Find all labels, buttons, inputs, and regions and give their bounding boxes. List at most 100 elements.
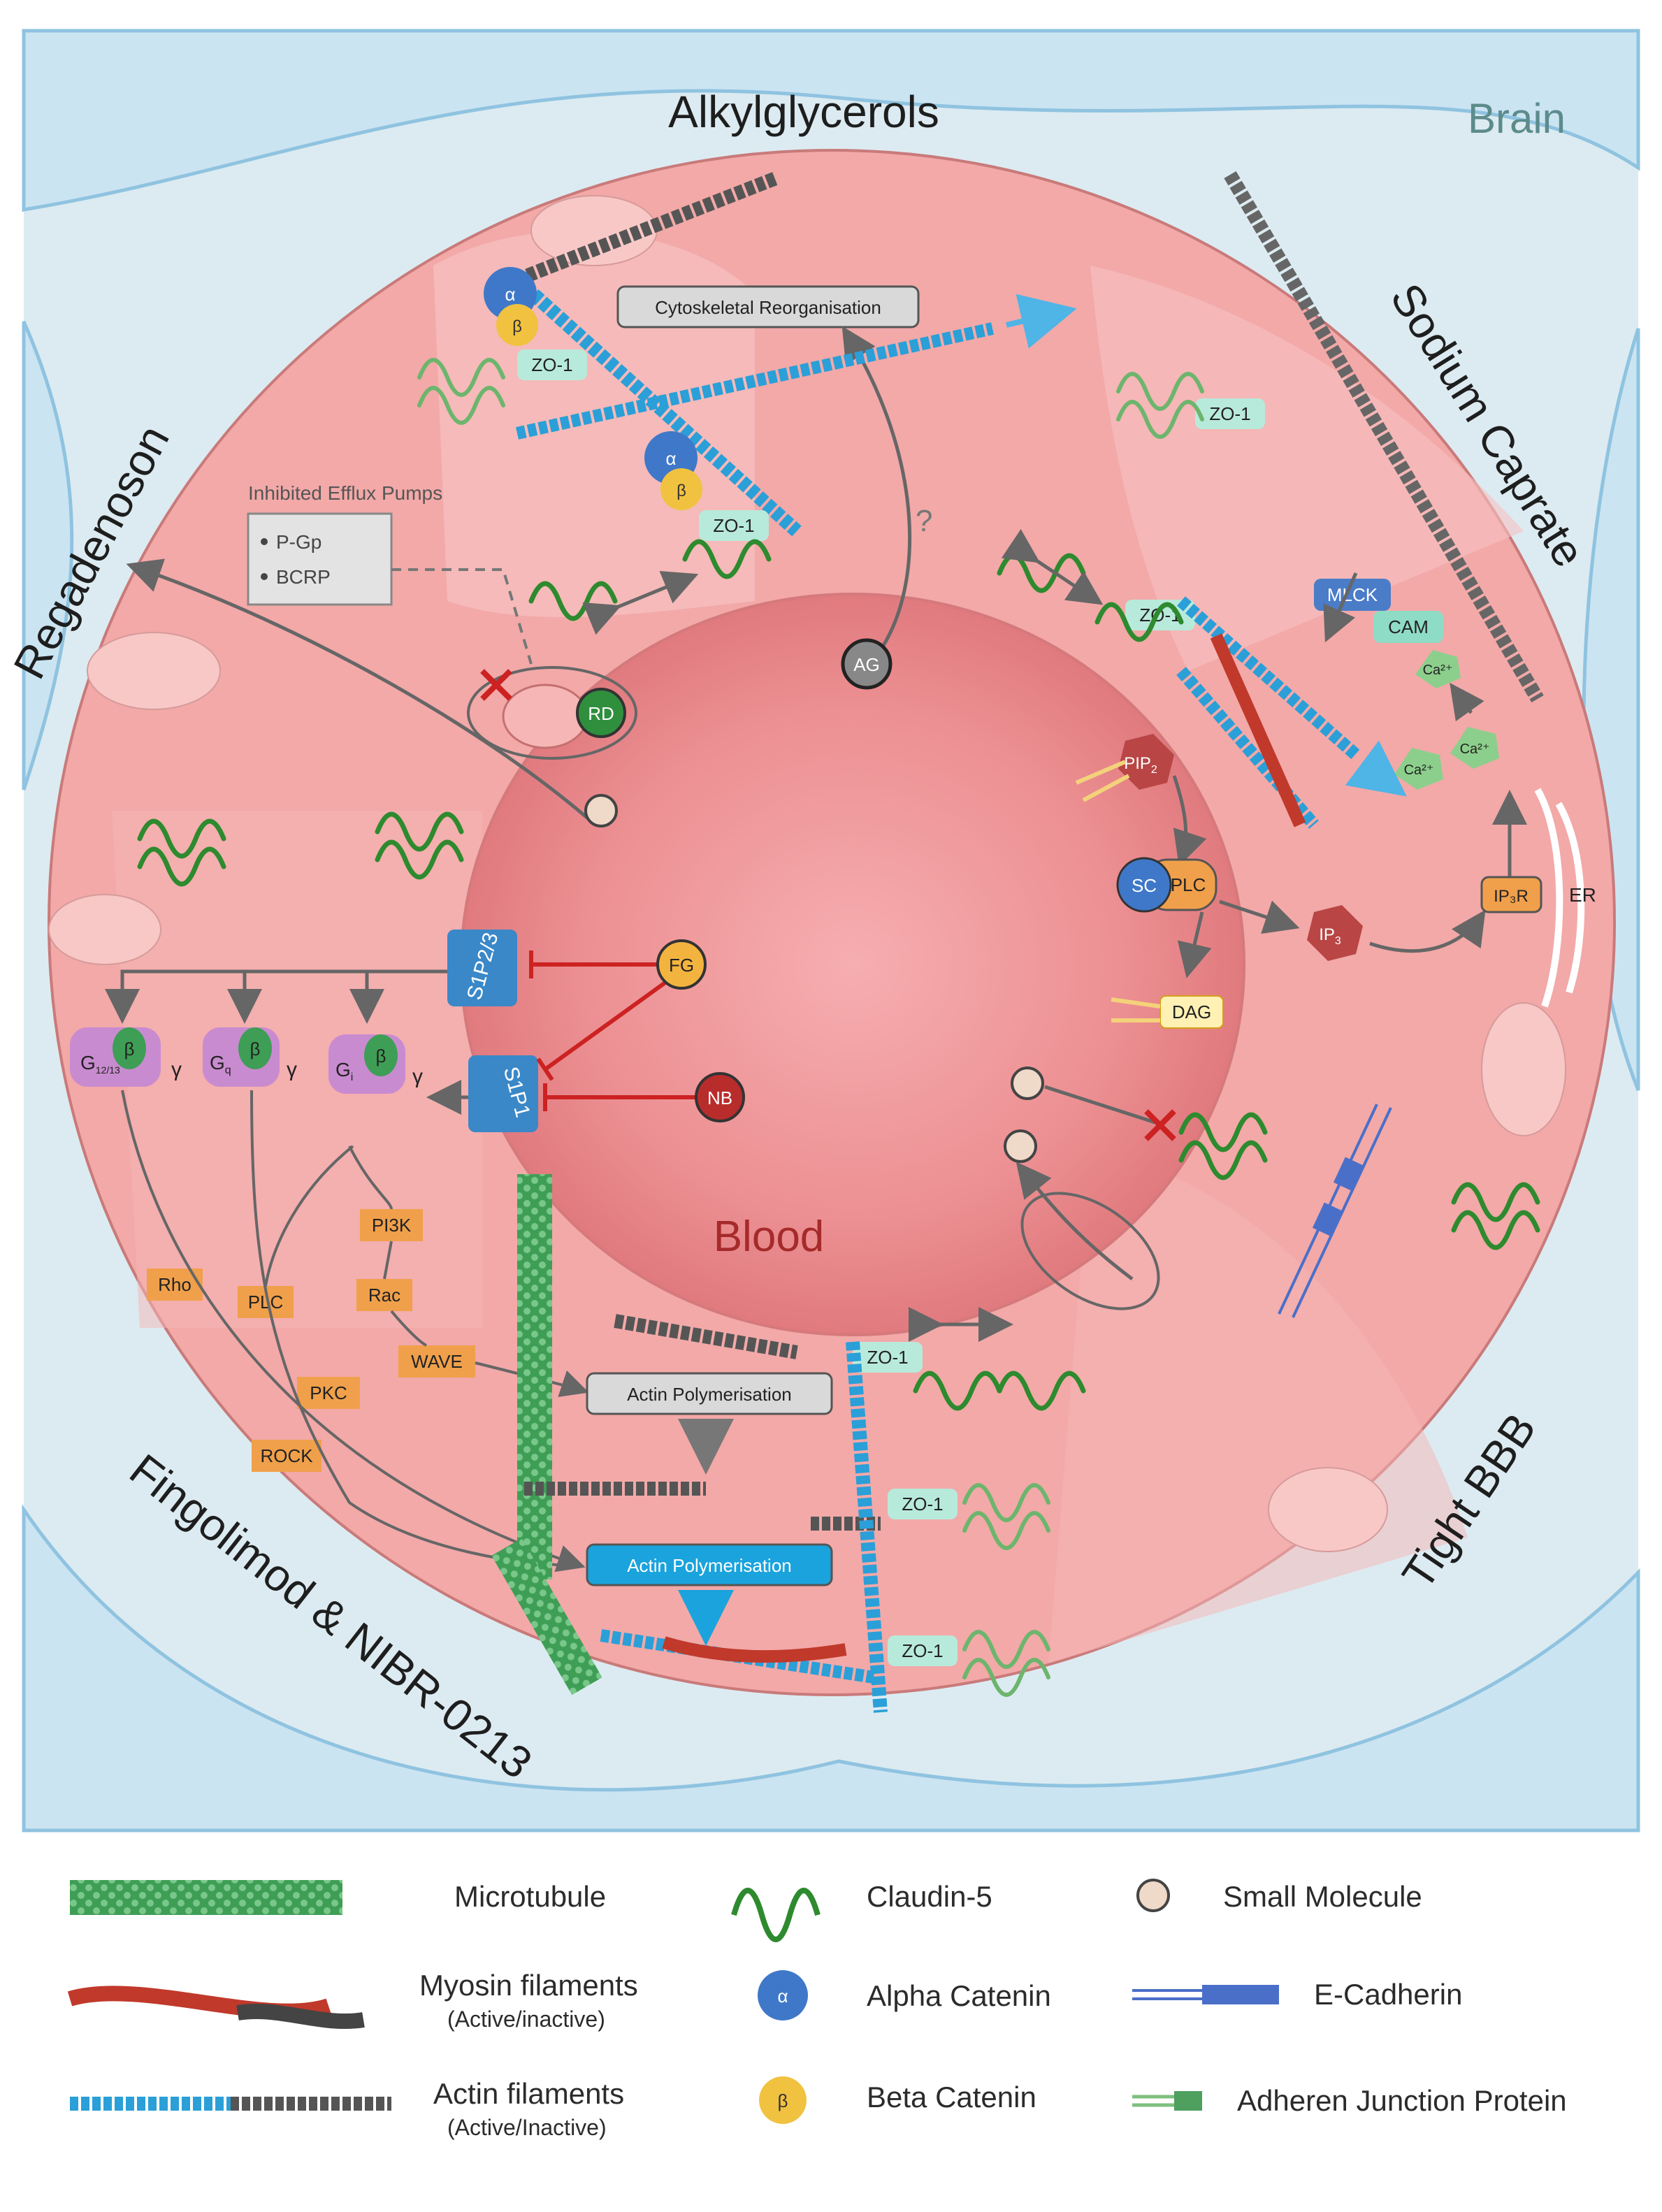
svg-text:Actin Polymerisation: Actin Polymerisation	[627, 1555, 792, 1576]
svg-text:RD: RD	[588, 703, 614, 724]
dag: DAG	[1111, 995, 1224, 1029]
claudin-5-light	[417, 358, 1204, 1697]
beta-catenin	[496, 304, 538, 346]
pi3k-label: PI3K	[372, 1215, 412, 1236]
catenin-top-2: α β	[644, 431, 702, 510]
svg-text:SC: SC	[1132, 875, 1157, 896]
legend-microtubule: Microtubule	[454, 1880, 606, 1913]
beta-catenin	[660, 468, 702, 510]
actin-filaments-top	[512, 171, 1077, 537]
small-molecule	[1004, 1129, 1037, 1163]
legend-microtubule-swatch	[70, 1880, 342, 1915]
svg-text:β: β	[250, 1039, 261, 1060]
nucleus	[87, 632, 221, 710]
svg-text:G12/13: G12/13	[80, 1052, 120, 1076]
svg-text:IP₃R: IP₃R	[1494, 887, 1529, 906]
label-blood: Blood	[714, 1213, 825, 1261]
mlck-cam-cluster: MLCK CAM Ca²⁺	[1314, 579, 1461, 688]
actin-poly-blue: Actin Polymerisation	[586, 1543, 833, 1586]
svg-text:β: β	[376, 1046, 386, 1067]
svg-text:γ: γ	[412, 1065, 423, 1088]
actin-bottom	[524, 1314, 888, 1713]
legend-adheren: Adheren Junction Protein	[1237, 2084, 1567, 2117]
svg-text:PIP2: PIP2	[1124, 754, 1157, 776]
e-cadherin	[1278, 1104, 1392, 1318]
legend-actin-sub: (Active/Inactive)	[447, 2115, 607, 2140]
svg-text:Ca²⁺: Ca²⁺	[1423, 663, 1453, 678]
actin-sc	[1176, 171, 1544, 829]
microtubule	[491, 1538, 602, 1696]
zo1-label: ZO-1	[902, 1494, 943, 1515]
regadenoson-arrow	[126, 558, 588, 819]
zo1-label: ZO-1	[1209, 403, 1250, 424]
small-molecule	[584, 794, 618, 827]
pkc-label: PKC	[310, 1382, 347, 1403]
zo1-label: ZO-1	[902, 1640, 943, 1661]
efflux-title: Inhibited Efflux Pumps	[248, 482, 442, 504]
legend-beta-swatch	[759, 2076, 807, 2124]
s1p23-receptor: S1P2/3	[447, 930, 517, 1006]
nucleus	[1268, 1467, 1388, 1552]
nucleus	[1481, 1002, 1566, 1136]
ip3r-er: IP₃R ER	[1480, 788, 1596, 1008]
pip2: PIP2	[1075, 734, 1174, 802]
efflux-item: BCRP	[276, 566, 331, 588]
svg-text:Gq: Gq	[210, 1052, 231, 1076]
junction-double-arrows	[582, 529, 1104, 1342]
sc-plc: PLC SC	[1116, 857, 1217, 913]
efflux-pumps-box: Inhibited Efflux Pumps P-Gp BCRP	[247, 482, 533, 665]
efflux-item: P-Gp	[276, 531, 321, 553]
actin-poly-grey: Actin Polymerisation	[586, 1372, 833, 1415]
blood-vessels	[22, 29, 1640, 1833]
svg-text:β: β	[512, 317, 522, 336]
rd-molecule	[576, 688, 626, 738]
svg-text:ER: ER	[1569, 884, 1596, 906]
svg-text:β: β	[778, 2090, 788, 2111]
ag-molecule	[841, 638, 893, 690]
svg-text:AG: AG	[853, 654, 880, 675]
svg-text:CAM: CAM	[1388, 616, 1429, 637]
rho-label: Rho	[158, 1274, 192, 1295]
legend-myosin-sub: (Active/inactive)	[447, 2007, 605, 2032]
efflux-pump	[467, 666, 637, 760]
g-protein-i: Gi β γ	[328, 1034, 423, 1094]
s1p1-receptor: S1P1	[468, 1055, 538, 1132]
svg-text:Actin Polymerisation: Actin Polymerisation	[627, 1384, 792, 1405]
legend-claudin: Claudin-5	[867, 1880, 992, 1913]
cytoskeletal-box: Cytoskeletal Reorganisation	[616, 285, 920, 328]
microtubule	[517, 1174, 552, 1580]
svg-text:MLCK: MLCK	[1327, 584, 1378, 605]
svg-text:β: β	[124, 1039, 135, 1060]
legend-claudin-swatch	[731, 1888, 821, 1942]
g-protein-q: Gq β γ	[203, 1027, 297, 1087]
ag-arrow	[841, 326, 912, 665]
svg-text:α: α	[505, 284, 515, 305]
svg-text:IP3: IP3	[1319, 925, 1341, 947]
svg-text:β: β	[677, 482, 686, 500]
svg-text:PLC: PLC	[1171, 874, 1206, 895]
svg-text:DAG: DAG	[1172, 1002, 1211, 1022]
legend-alpha-catenin: Alpha Catenin	[867, 1979, 1051, 2012]
legend-small-molecule: Small Molecule	[1223, 1880, 1422, 1913]
ip3: IP3	[1307, 905, 1363, 961]
svg-text:Ca²⁺: Ca²⁺	[1404, 762, 1434, 778]
legend-alpha-swatch	[758, 1970, 808, 2021]
nb-molecule	[695, 1072, 745, 1122]
svg-text:γ: γ	[287, 1058, 297, 1081]
svg-text:α: α	[665, 448, 676, 469]
legend-myosin: Myosin filaments	[419, 1969, 638, 2002]
legend-beta-catenin: Beta Catenin	[867, 2081, 1036, 2113]
down-arrow	[678, 1590, 734, 1646]
svg-text:γ: γ	[171, 1058, 182, 1081]
legend-actin: Actin filaments	[433, 2077, 624, 2110]
signaling-boxes: Rho PLC PKC ROCK PI3K Rac WAVE	[147, 1209, 475, 1472]
fg-molecule	[656, 939, 707, 990]
legend-small-molecule-swatch	[1136, 1879, 1170, 1912]
label-alkylglycerols: Alkylglycerols	[668, 87, 939, 137]
cytoskeletal-label: Cytoskeletal Reorganisation	[655, 297, 881, 318]
rac-label: Rac	[368, 1285, 400, 1306]
catenin-top-1: α β	[484, 267, 538, 346]
label-brain: Brain	[1468, 95, 1566, 142]
